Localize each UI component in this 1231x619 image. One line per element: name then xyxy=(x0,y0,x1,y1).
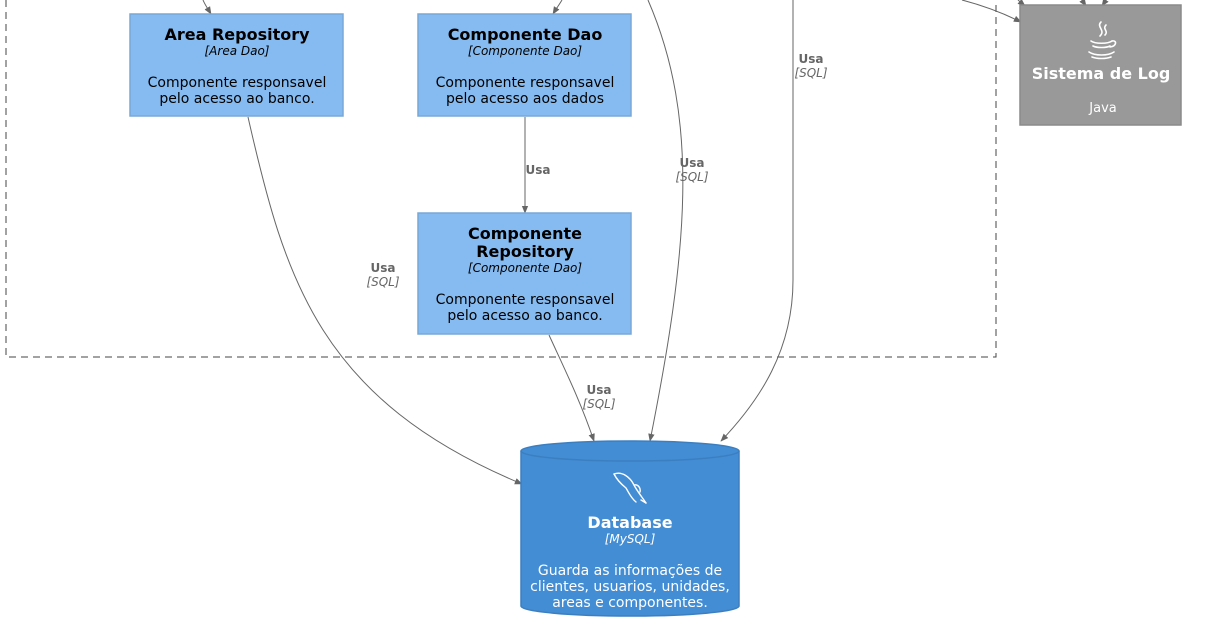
system-tech: Java xyxy=(1088,101,1116,116)
component-box xyxy=(417,212,632,335)
edge-componente-repository-to-database xyxy=(548,334,595,442)
component-title: Repository xyxy=(476,242,574,261)
database-description: Guarda as informações de xyxy=(538,563,722,579)
relation-right-to-db: Usa [SQL] xyxy=(794,52,827,80)
component-description: pelo acesso ao banco. xyxy=(447,308,602,324)
java-icon xyxy=(1088,21,1117,60)
area-repository-component[interactable]: Area Repository [Area Dao] Componente re… xyxy=(129,13,344,117)
component-tech: [Area Dao] xyxy=(205,44,270,58)
relation-label: Usa xyxy=(680,156,705,170)
component-box xyxy=(417,13,632,117)
edge-into-componente-dao xyxy=(552,0,563,15)
database-cylinder xyxy=(520,440,740,617)
relation-comp-repo-db: Usa [SQL] xyxy=(582,383,615,411)
relation-label: Usa xyxy=(371,261,396,275)
componente-dao-component[interactable]: Componente Dao [Componente Dao] Componen… xyxy=(417,13,632,117)
relation-tech: [SQL] xyxy=(582,397,615,411)
system-title: Sistema de Log xyxy=(1032,64,1171,83)
relation-tech: [SQL] xyxy=(794,66,827,80)
relation-dao-to-repo: Usa xyxy=(526,163,551,177)
database-cylinder-rim xyxy=(520,450,740,462)
component-description: Componente responsavel xyxy=(436,292,615,308)
component-title: Componente Dao xyxy=(448,25,603,44)
relation-label: Usa xyxy=(587,383,612,397)
component-description: Componente responsavel xyxy=(148,75,327,91)
relation-mid-to-db: Usa [SQL] xyxy=(675,156,708,184)
database-description: areas e componentes. xyxy=(552,595,708,611)
sistema-de-log-system[interactable]: Sistema de Log Java xyxy=(1019,4,1182,126)
mysql-dolphin-icon xyxy=(613,472,647,504)
edge-mid-to-database xyxy=(647,0,684,442)
relation-tech: [SQL] xyxy=(366,275,399,289)
component-description: Componente responsavel xyxy=(436,75,615,91)
component-description: pelo acesso ao banco. xyxy=(159,91,314,107)
edge-into-sistema-log-a xyxy=(961,0,1022,23)
edge-area-repository-to-database xyxy=(247,116,523,485)
relation-area-repo-db: Usa [SQL] xyxy=(366,261,399,289)
componente-repository-component[interactable]: Componente Repository [Componente Dao] C… xyxy=(417,212,632,335)
component-box xyxy=(129,13,344,117)
component-title: Componente xyxy=(468,224,582,243)
relation-tech: [SQL] xyxy=(675,170,708,184)
container-boundary xyxy=(5,0,997,358)
edge-into-area-repository xyxy=(202,0,212,15)
component-tech: [Componente Dao] xyxy=(468,44,582,58)
relation-label: Usa xyxy=(526,163,551,177)
database-container[interactable]: Database [MySQL] Guarda as informações d… xyxy=(520,440,740,617)
component-description: pelo acesso aos dados xyxy=(446,91,604,107)
database-title: Database xyxy=(587,513,672,532)
database-tech: [MySQL] xyxy=(605,532,656,546)
relation-label: Usa xyxy=(799,52,824,66)
component-tech: [Componente Dao] xyxy=(468,261,582,275)
edge-right-to-database xyxy=(720,0,794,442)
component-title: Area Repository xyxy=(164,25,310,44)
database-description: clientes, usuarios, unidades, xyxy=(530,579,730,595)
